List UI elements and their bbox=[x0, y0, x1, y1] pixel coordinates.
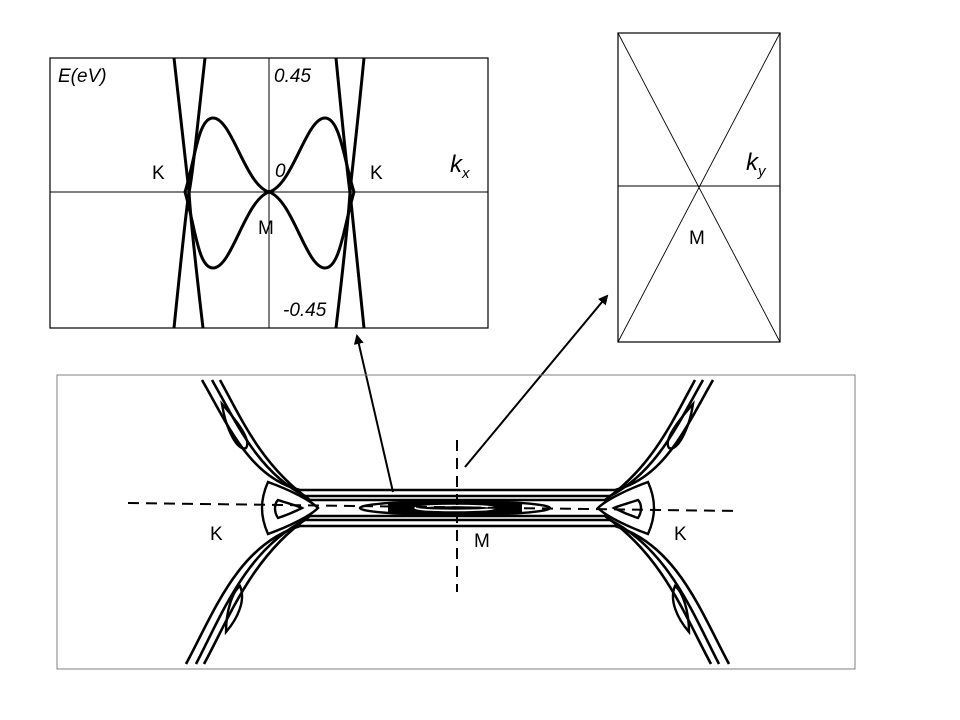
contour-panel-frame bbox=[56, 374, 856, 670]
pocket-right-outer bbox=[596, 480, 656, 536]
ky-sub: y bbox=[757, 163, 767, 180]
kx-cut-line bbox=[127, 502, 739, 512]
arrow-to-cone-panel bbox=[464, 294, 609, 468]
band-left-k-label: K bbox=[152, 163, 165, 184]
loop-lower-left bbox=[224, 584, 244, 636]
bottom-tick-label: -0.45 bbox=[283, 300, 327, 321]
cone-line-2 bbox=[617, 32, 781, 343]
pocket-left-outer bbox=[260, 480, 320, 536]
cone-panel-frame bbox=[617, 32, 781, 343]
contour-left-k-label: K bbox=[210, 524, 223, 545]
ky-axis-label: ky bbox=[746, 149, 767, 180]
ky-main: k bbox=[746, 149, 760, 176]
contour-m-label: M bbox=[474, 531, 490, 552]
kx-main: k bbox=[450, 151, 464, 178]
pocket-left-inner bbox=[273, 498, 305, 520]
zero-tick-label: 0 bbox=[275, 161, 286, 182]
loop-lower-right bbox=[671, 584, 691, 636]
band-m-label: M bbox=[258, 218, 274, 239]
arrow-to-band-panel bbox=[353, 334, 394, 493]
band-left-steep-2 bbox=[172, 57, 207, 329]
kx-sub: x bbox=[461, 165, 470, 182]
cone-m-label: M bbox=[689, 228, 705, 249]
cone-panel: ky M bbox=[617, 32, 781, 343]
contour-panel: K M K bbox=[56, 374, 856, 670]
energy-axis-label: E(eV) bbox=[58, 66, 107, 87]
band-lower-wave bbox=[183, 190, 356, 270]
loop-upper-left bbox=[220, 400, 249, 450]
top-tick-label: 0.45 bbox=[274, 66, 311, 87]
kx-axis-label: kx bbox=[450, 151, 470, 182]
band-right-k-label: K bbox=[370, 163, 383, 184]
contour-outer-lower bbox=[184, 524, 731, 665]
pocket-right-inner bbox=[611, 498, 643, 520]
band-right-steep-2 bbox=[334, 57, 366, 329]
loop-upper-right bbox=[666, 400, 695, 450]
contour-right-k-label: K bbox=[674, 524, 687, 545]
band-panel: E(eV) 0.45 0 -0.45 K K M kx bbox=[49, 57, 489, 329]
